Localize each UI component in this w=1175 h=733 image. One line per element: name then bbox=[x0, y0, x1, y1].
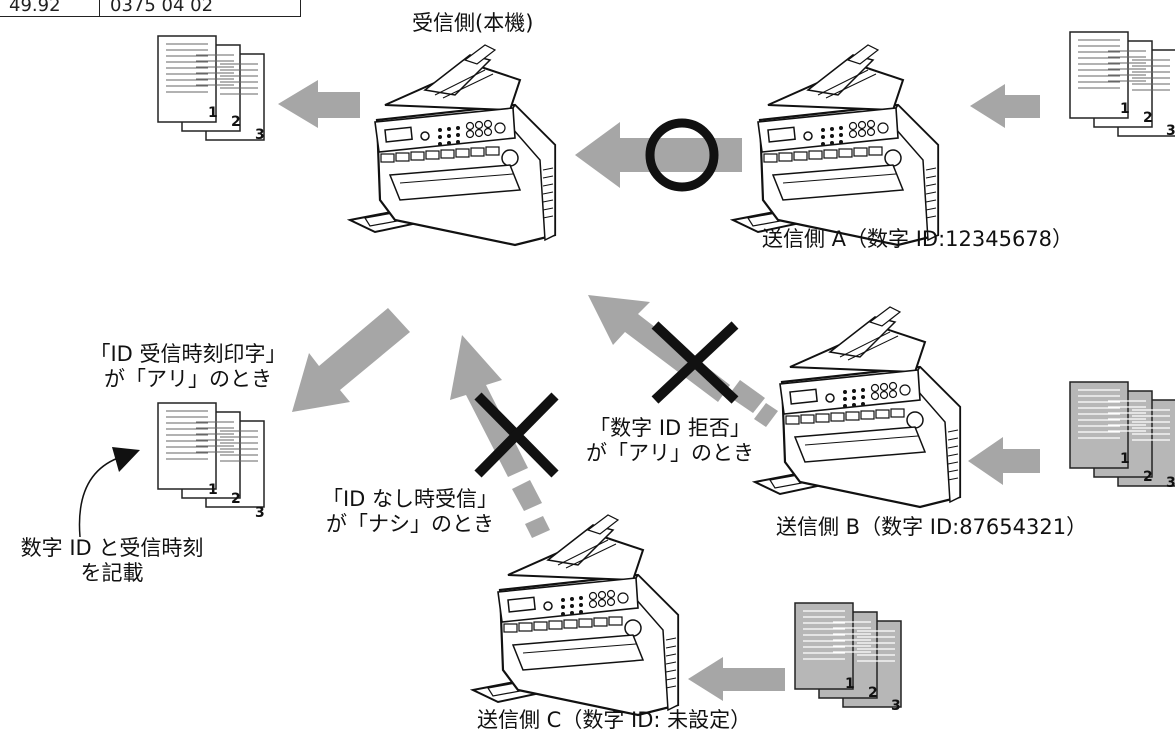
page-number-3: 3 bbox=[891, 698, 901, 714]
no-id-condition-line1: 「ID なし時受信」 bbox=[321, 487, 499, 511]
sender-c-label: 送信側 C（数字 ID: 未設定） bbox=[477, 708, 752, 732]
id-print-condition-line1: 「ID 受信時刻印字」 bbox=[89, 342, 287, 366]
reject-condition: 「数字 ID 拒否」 が「アリ」のとき bbox=[570, 416, 770, 466]
sender-b-rejected-cross-mark bbox=[651, 321, 739, 404]
sender-c-fax-machine bbox=[471, 513, 680, 717]
id-print-condition-line2: が「アリ」のとき bbox=[104, 367, 272, 392]
page-number-1: 1 bbox=[1120, 101, 1130, 117]
sender-c-input-arrow bbox=[688, 657, 785, 701]
receiver-label: 受信側(本機) bbox=[412, 11, 534, 35]
page-number-3: 3 bbox=[1166, 475, 1175, 491]
sender-a-fax-machine bbox=[731, 43, 940, 247]
id-print-condition: 「ID 受信時刻印字」 が「アリ」のとき bbox=[78, 342, 298, 392]
sender-b-blocked-arrow bbox=[588, 295, 778, 427]
sender-b-input-arrow bbox=[968, 437, 1040, 485]
id-stamp-note-line2: を記載 bbox=[80, 561, 144, 586]
header-cell-1: 49.92 bbox=[0, 0, 100, 17]
note-pointer-arrowhead bbox=[112, 447, 140, 472]
id-stamp-note: 数字 ID と受信時刻 を記載 bbox=[2, 536, 222, 586]
page-number-2: 2 bbox=[1143, 110, 1153, 126]
page-number-2: 2 bbox=[868, 685, 878, 701]
sender-a-document bbox=[1069, 31, 1175, 137]
no-id-condition-line2: が「ナシ」のとき bbox=[326, 512, 494, 537]
sender-b-document bbox=[1069, 381, 1175, 487]
output-arrow-with-id bbox=[292, 308, 410, 412]
page-number-1: 1 bbox=[1120, 451, 1130, 467]
header-cell-2: 0375 04 02 bbox=[99, 0, 301, 17]
page-number-3: 3 bbox=[1166, 123, 1175, 139]
page-number-1: 1 bbox=[845, 676, 855, 692]
receiver-fax-machine bbox=[348, 43, 557, 247]
page-number-3: 3 bbox=[255, 127, 265, 143]
received-document-top bbox=[157, 35, 265, 141]
output-arrow-top bbox=[278, 80, 360, 128]
sender-a-input-arrow bbox=[970, 84, 1040, 128]
sender-c-rejected-cross-mark bbox=[474, 392, 559, 478]
page-number-2: 2 bbox=[231, 491, 241, 507]
note-pointer bbox=[78, 457, 119, 538]
accepted-circle-mark bbox=[645, 118, 719, 192]
page-number-2: 2 bbox=[1143, 469, 1153, 485]
page-number-1: 1 bbox=[208, 105, 218, 121]
sender-a-transmission-arrow bbox=[575, 122, 742, 188]
page-number-3: 3 bbox=[255, 505, 265, 521]
no-id-condition: 「ID なし時受信」 が「ナシ」のとき bbox=[310, 487, 510, 537]
id-stamp-note-line1: 数字 ID と受信時刻 bbox=[20, 536, 204, 560]
page-number-1: 1 bbox=[208, 482, 218, 498]
page-number-2: 2 bbox=[231, 114, 241, 130]
reject-condition-line2: が「アリ」のとき bbox=[586, 441, 754, 466]
header-table: 49.92 0375 04 02 bbox=[0, 0, 301, 17]
sender-b-label: 送信側 B（数字 ID:87654321） bbox=[776, 515, 1088, 539]
sender-a-label: 送信側 A（数字 ID:12345678） bbox=[762, 227, 1074, 251]
reject-condition-line1: 「数字 ID 拒否」 bbox=[589, 416, 751, 440]
sender-b-fax-machine bbox=[753, 305, 962, 509]
